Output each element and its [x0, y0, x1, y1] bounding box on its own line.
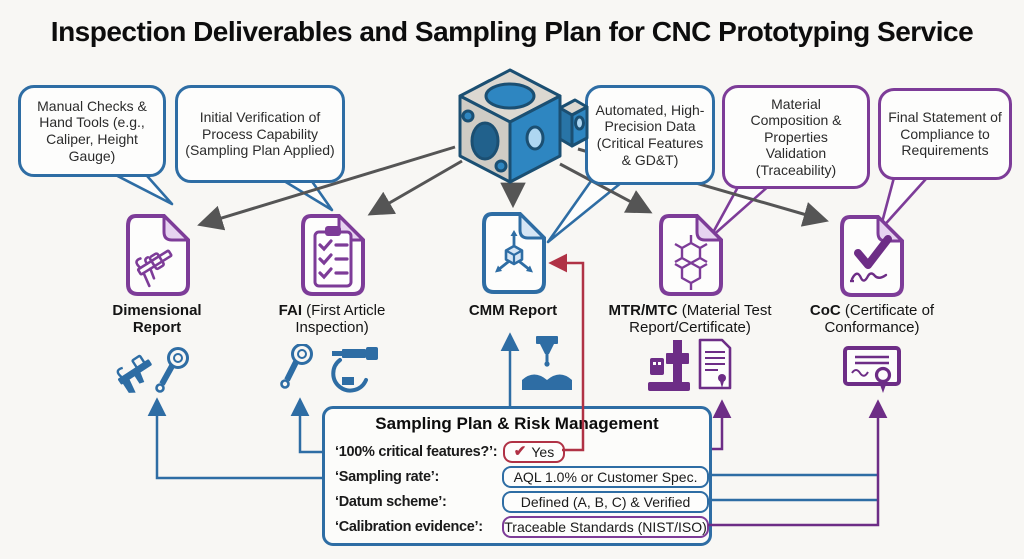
check-icon: ✔	[513, 443, 527, 460]
cmm-machine-icon	[522, 336, 572, 390]
bubble-text: Manual Checks & Hand Tools (e.g., Calipe…	[37, 97, 147, 164]
panel-title: Sampling Plan & Risk Management	[375, 414, 659, 433]
row-value: Traceable Standards (NIST/ISO)	[504, 518, 707, 535]
bubble-text: Final Statement of Compliance to Require…	[888, 109, 1002, 159]
row-value: AQL 1.0% or Customer Spec.	[513, 468, 698, 485]
deliverable-label-dimensional: Dimensional Report	[112, 302, 202, 337]
bubble-text: Initial Verification of Process Capabili…	[185, 109, 335, 159]
checklist-document-icon	[301, 214, 365, 296]
row-value-box: AQL 1.0% or Customer Spec.	[502, 465, 709, 488]
row-label: ‘Calibration evidence’:	[335, 518, 483, 535]
yes-value-box: ✔Yes	[503, 440, 565, 463]
row-value-box: Defined (A, B, C) & Verified	[502, 490, 709, 513]
deliverable-label-mtr: MTR/MTC (Material Test Report/Certificat…	[608, 302, 772, 337]
row-value: Yes	[531, 443, 555, 460]
signature-check-document-icon	[840, 215, 904, 297]
connector-calibration-to-coc-certificate	[708, 399, 888, 527]
row-label: ‘Datum scheme’:	[335, 493, 447, 510]
panel-row-critical-features: ‘100% critical features?’: ✔Yes	[325, 439, 709, 464]
cnc-part-illustration	[458, 68, 589, 184]
panel-row-calibration-evidence: ‘Calibration evidence’: Traceable Standa…	[325, 514, 709, 539]
panel-row-sampling-rate: ‘Sampling rate’: AQL 1.0% or Customer Sp…	[325, 464, 709, 489]
bubble-manual-checks: Manual Checks & Hand Tools (e.g., Calipe…	[18, 85, 166, 177]
certificate-ribbon-icon	[843, 346, 901, 393]
bubble-text: Automated, High-Precision Data (Critical…	[595, 101, 705, 168]
material-tester-and-certificate-icon	[648, 338, 732, 391]
row-value-box: Traceable Standards (NIST/ISO)	[502, 515, 709, 538]
bubble-initial-verification: Initial Verification of Process Capabili…	[175, 85, 345, 183]
row-label: ‘Sampling rate’:	[335, 468, 439, 485]
sampling-plan-panel: Sampling Plan & Risk Management ‘100% cr…	[322, 406, 712, 546]
bubble-text: Material Composition & Properties Valida…	[750, 95, 842, 178]
deliverable-label-fai: FAI (First Article Inspection)	[278, 302, 386, 337]
deliverable-label-cmm: CMM Report	[468, 302, 558, 319]
cmm-axes-document-icon	[482, 212, 546, 294]
caliper-document-icon	[126, 214, 190, 296]
panel-row-datum-scheme: ‘Datum scheme’: Defined (A, B, C) & Veri…	[325, 489, 709, 514]
page-title: Inspection Deliverables and Sampling Pla…	[50, 16, 974, 47]
bubble-final-statement: Final Statement of Compliance to Require…	[878, 88, 1012, 180]
deliverable-label-coc: CoC (Certificate of Conformance)	[809, 302, 935, 337]
bubble-material-composition: Material Composition & Properties Valida…	[722, 85, 870, 189]
caliper-and-dial-gauge-icon	[116, 347, 189, 393]
dial-gauge-and-micrometer-icon	[280, 344, 378, 393]
bubble-automated-data: Automated, High-Precision Data (Critical…	[585, 85, 715, 185]
connector-panel-to-fai-tools	[290, 397, 322, 454]
row-label: ‘100% critical features?’:	[335, 443, 498, 460]
connector-panel-to-dimensional-tools	[147, 397, 322, 480]
row-value: Defined (A, B, C) & Verified	[520, 493, 691, 510]
connector-panel-to-mtr-certificate	[712, 399, 732, 451]
molecule-document-icon	[659, 214, 723, 296]
